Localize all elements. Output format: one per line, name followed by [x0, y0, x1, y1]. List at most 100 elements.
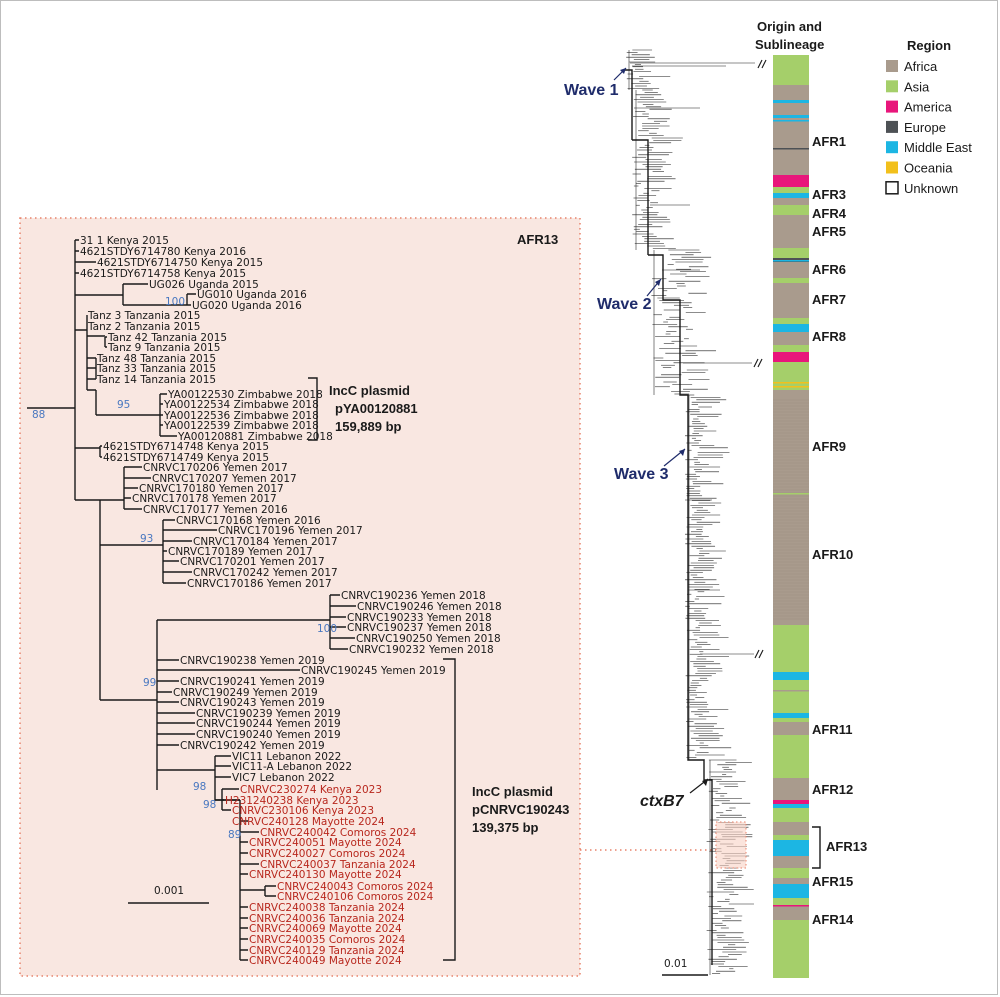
legend-swatch: [886, 80, 898, 93]
legend-label: Africa: [904, 59, 938, 74]
origin-segment: [773, 625, 809, 672]
origin-segment: [773, 118, 809, 175]
leaf-label: H231240238 Kenya 2023: [225, 795, 359, 807]
leaf-label: CNRVC170184 Yemen 2017: [193, 536, 338, 548]
origin-segment: [773, 115, 809, 118]
leaf-label: CNRVC240027 Comoros 2024: [249, 848, 406, 860]
leaf-label: CNRVC170178 Yemen 2017: [132, 493, 277, 505]
leaf-label: CNRVC240036 Tanzania 2024: [249, 913, 405, 925]
bootstrap-value: 99: [143, 677, 156, 689]
leaf-label: CNRVC240130 Mayotte 2024: [249, 869, 402, 881]
origin-segment: [773, 800, 809, 804]
origin-segment: [773, 672, 809, 680]
leaf-label: CNRVC190246 Yemen 2018: [357, 601, 502, 613]
ctxb7-annotation: ctxB7: [640, 778, 709, 810]
leaf-label: CNRVC240035 Comoros 2024: [249, 934, 406, 946]
svg-text:Wave 2: Wave 2: [597, 296, 652, 313]
svg-text:159,889 bp: 159,889 bp: [335, 419, 402, 434]
origin-tick: [773, 690, 809, 692]
origin-header-line2: Sublineage: [755, 37, 824, 52]
leaf-label: CNRVC190239 Yemen 2019: [196, 708, 341, 720]
svg-text:pCNRVC190243: pCNRVC190243: [472, 802, 569, 817]
leaf-label: CNRVC190243 Yemen 2019: [180, 697, 325, 709]
leaf-label: YA00122530 Zimbabwe 2018: [167, 389, 323, 401]
leaf-label: Tanz 33 Tanzania 2015: [96, 363, 216, 375]
leaf-label: YA00122534 Zimbabwe 2018: [163, 399, 319, 411]
legend-label: Oceania: [904, 161, 953, 176]
origin-segment: [773, 262, 809, 278]
leaf-label: CNRVC190240 Yemen 2019: [196, 729, 341, 741]
sublineage-afr8: AFR8: [812, 329, 846, 344]
wave-2-annotation: Wave 2: [597, 278, 662, 313]
leaf-label: UG026 Uganda 2015: [149, 279, 259, 291]
leaf-label: CNRVC240069 Mayotte 2024: [249, 923, 402, 935]
origin-segment: [773, 85, 809, 100]
leaf-label: CNRVC190242 Yemen 2019: [180, 740, 325, 752]
sublineage-labels: AFR1 AFR3 AFR4 AFR5 AFR6 AFR7 AFR8 AFR9 …: [812, 134, 867, 927]
tree-branch: [123, 466, 151, 510]
origin-tick: [773, 120, 809, 122]
leaf-label: VIC7 Lebanon 2022: [232, 772, 335, 784]
leaf-label: YA00122536 Zimbabwe 2018: [163, 410, 319, 422]
leaf-label: CNRVC190250 Yemen 2018: [356, 633, 501, 645]
origin-segment: [773, 193, 809, 198]
origin-segment: [773, 835, 809, 840]
origin-segment: [773, 390, 809, 395]
leaf-label: 4621STDY6714748 Kenya 2015: [103, 441, 269, 453]
leaf-label: CNRVC190237 Yemen 2018: [347, 622, 492, 634]
legend-label: Middle East: [904, 140, 972, 155]
origin-header-line1: Origin and: [757, 19, 822, 34]
sublineage-afr12: AFR12: [812, 782, 853, 797]
origin-segment: [773, 808, 809, 822]
leaf-label: CNRVC170206 Yemen 2017: [143, 462, 288, 474]
origin-segment: [773, 283, 809, 318]
legend-swatch: [886, 60, 898, 72]
origin-segment: [773, 175, 809, 187]
legend-swatch: [885, 181, 899, 195]
sublineage-afr6: AFR6: [812, 262, 846, 277]
leaf-label: CNRVC190236 Yemen 2018: [341, 590, 486, 602]
origin-segment: [773, 856, 809, 868]
leaf-label: CNRVC240051 Mayotte 2024: [249, 837, 402, 849]
leaf-label: Tanz 42 Tanzania 2015: [107, 332, 227, 344]
svg-text:IncC plasmid: IncC plasmid: [329, 383, 410, 398]
origin-tick: [773, 493, 809, 495]
tree-branch: [240, 906, 248, 961]
bootstrap-value: 100: [165, 296, 185, 308]
origin-segment: [773, 215, 809, 248]
leaf-label: CNRVC170189 Yemen 2017: [168, 546, 313, 558]
legend-swatch: [886, 141, 898, 154]
bootstrap-value: 98: [203, 799, 216, 811]
leaf-label: CNRVC190241 Yemen 2019: [180, 676, 325, 688]
bootstrap-value: 100: [317, 623, 337, 635]
tree-branch: [75, 499, 124, 700]
origin-segment: [773, 352, 809, 362]
sublineage-afr11: AFR11: [812, 722, 852, 737]
legend-title: Region: [907, 38, 951, 53]
origin-color-strip: [773, 55, 809, 978]
leaf-label: CNRVC170168 Yemen 2016: [176, 515, 321, 527]
leaf-label: CNRVC170180 Yemen 2017: [139, 483, 284, 495]
tree-branch: [95, 390, 177, 437]
sublineage-afr4: AFR4: [812, 206, 847, 221]
legend-label: Asia: [904, 79, 930, 94]
svg-text:Wave 1: Wave 1: [564, 82, 619, 99]
leaf-label: CNRVC170242 Yemen 2017: [193, 567, 338, 579]
leaf-label: 31 1 Kenya 2015: [80, 235, 169, 247]
sublineage-afr14: AFR14: [812, 912, 854, 927]
origin-segment: [773, 362, 809, 368]
leaf-label: CNRVC170177 Yemen 2016: [143, 504, 288, 516]
origin-segment: [773, 248, 809, 258]
leaf-label: YA00122539 Zimbabwe 2018: [163, 420, 319, 432]
leaf-label: Tanz 9 Tanzania 2015: [107, 342, 220, 354]
sublineage-afr5: AFR5: [812, 224, 846, 239]
origin-tick: [773, 386, 809, 388]
leaf-label: CNRVC240037 Tanzania 2024: [260, 859, 416, 871]
origin-tick: [773, 260, 809, 262]
leaf-label: CNRVC190232 Yemen 2018: [349, 644, 494, 656]
inset-panel: [19, 217, 581, 977]
leaf-label: UG020 Uganda 2016: [192, 300, 302, 312]
leaf-label: 4621STDY6714780 Kenya 2016: [80, 246, 246, 258]
sublineage-afr1: AFR1: [812, 134, 846, 149]
